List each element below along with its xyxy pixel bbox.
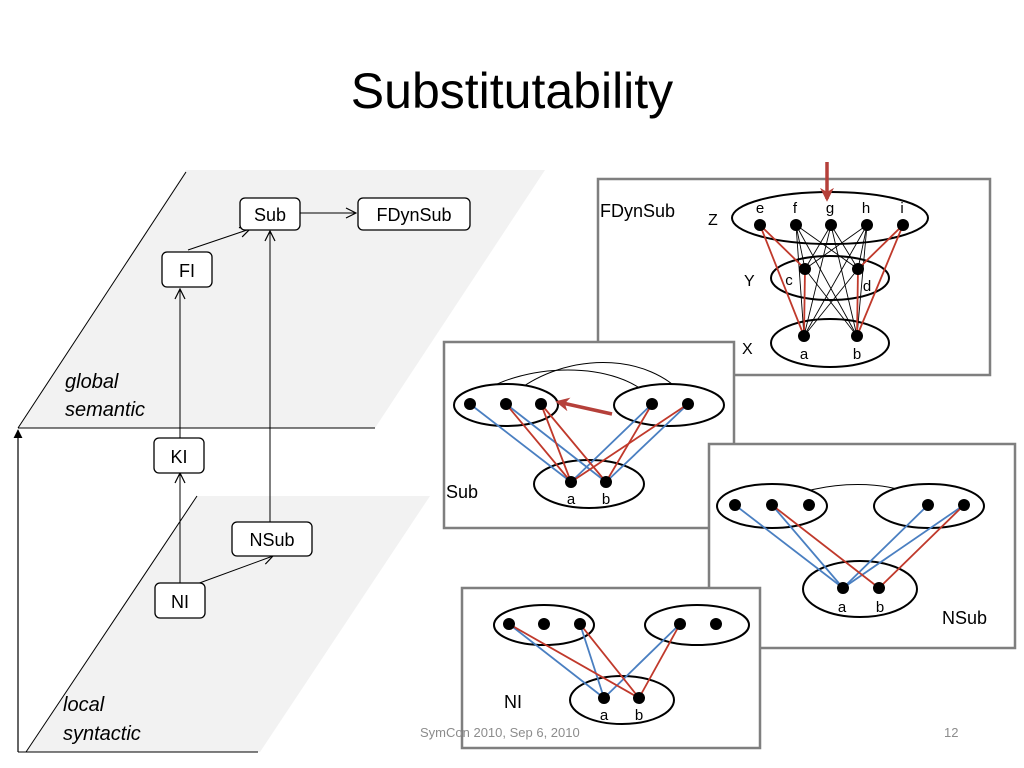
z-label-h: h xyxy=(862,200,870,217)
panel-fdynsub-title: FDynSub xyxy=(600,201,675,221)
nsub-label-b: b xyxy=(876,599,884,616)
sub-nodes xyxy=(464,398,694,488)
node-fi: FI xyxy=(161,251,213,288)
ni-label-b: b xyxy=(635,707,643,724)
nsub-blue-edges xyxy=(734,504,965,589)
upper-plane-label-semantic: semantic xyxy=(65,399,145,421)
z-label-f: f xyxy=(793,200,798,217)
panel-ni-title: NI xyxy=(504,692,522,712)
sub-substitution-arrow-icon xyxy=(555,397,613,416)
y-node-c xyxy=(799,263,811,275)
z-label-i: i xyxy=(900,200,903,217)
slide-title: Substitutability xyxy=(350,63,674,119)
x-label-b: b xyxy=(853,346,861,363)
node-fdynsub-label: FDynSub xyxy=(376,205,451,225)
edge-fi-sub xyxy=(187,229,250,251)
ni-nodes xyxy=(503,618,722,704)
edge-ni-nsub xyxy=(193,556,273,586)
nsub-red-edges xyxy=(771,504,965,589)
upper-plane-edge xyxy=(17,171,187,429)
node-ni-label: NI xyxy=(171,592,189,612)
node-nsub: NSub xyxy=(231,521,313,557)
y-node-d xyxy=(852,263,864,275)
node-sub-label: Sub xyxy=(254,205,286,225)
sub-label-a: a xyxy=(567,491,576,508)
panel-nsub-title: NSub xyxy=(942,608,987,628)
sub-red-edges xyxy=(505,403,689,483)
lower-plane-edge xyxy=(25,495,198,753)
upper-plane-label-global: global xyxy=(65,371,119,393)
node-sub: Sub xyxy=(239,197,301,231)
sub-label-b: b xyxy=(602,491,610,508)
z-nodes xyxy=(754,219,909,231)
fdynsub-red-edges xyxy=(759,224,904,337)
x-label-a: a xyxy=(800,346,809,363)
z-label-e: e xyxy=(756,200,764,217)
y-label-c: c xyxy=(785,272,793,289)
z-label-g: g xyxy=(826,200,834,217)
node-ki: KI xyxy=(153,437,205,474)
sub-right-set xyxy=(613,383,725,427)
x-node-a xyxy=(798,330,810,342)
lower-plane-label-local: local xyxy=(63,694,105,716)
node-fi-label: FI xyxy=(179,261,195,281)
nsub-label-a: a xyxy=(838,599,847,616)
level-z-label: Z xyxy=(708,212,718,229)
node-fdynsub: FDynSub xyxy=(357,197,471,231)
x-node-b xyxy=(851,330,863,342)
panel-sub: Sub a b xyxy=(442,340,736,530)
ni-red-edges xyxy=(508,623,681,699)
ni-right-set xyxy=(644,604,750,646)
lower-plane xyxy=(26,496,430,752)
node-ki-label: KI xyxy=(170,447,187,467)
page-number: 12 xyxy=(944,725,959,740)
panel-sub-title: Sub xyxy=(446,482,478,502)
fdynsub-black-edges xyxy=(795,224,868,337)
node-nsub-label: NSub xyxy=(249,530,294,550)
y-label-d: d xyxy=(863,278,871,295)
upper-plane xyxy=(18,170,545,428)
level-x-label: X xyxy=(742,341,753,358)
slide-footer: SymCon 2010, Sep 6, 2010 xyxy=(420,725,580,740)
x-set xyxy=(770,318,890,368)
panel-ni: NI a b xyxy=(460,586,762,750)
nsub-nodes xyxy=(729,499,970,594)
ni-label-a: a xyxy=(600,707,609,724)
lower-plane-label-syntactic: syntactic xyxy=(63,723,141,745)
node-ni: NI xyxy=(154,582,206,619)
level-y-label: Y xyxy=(744,273,755,290)
